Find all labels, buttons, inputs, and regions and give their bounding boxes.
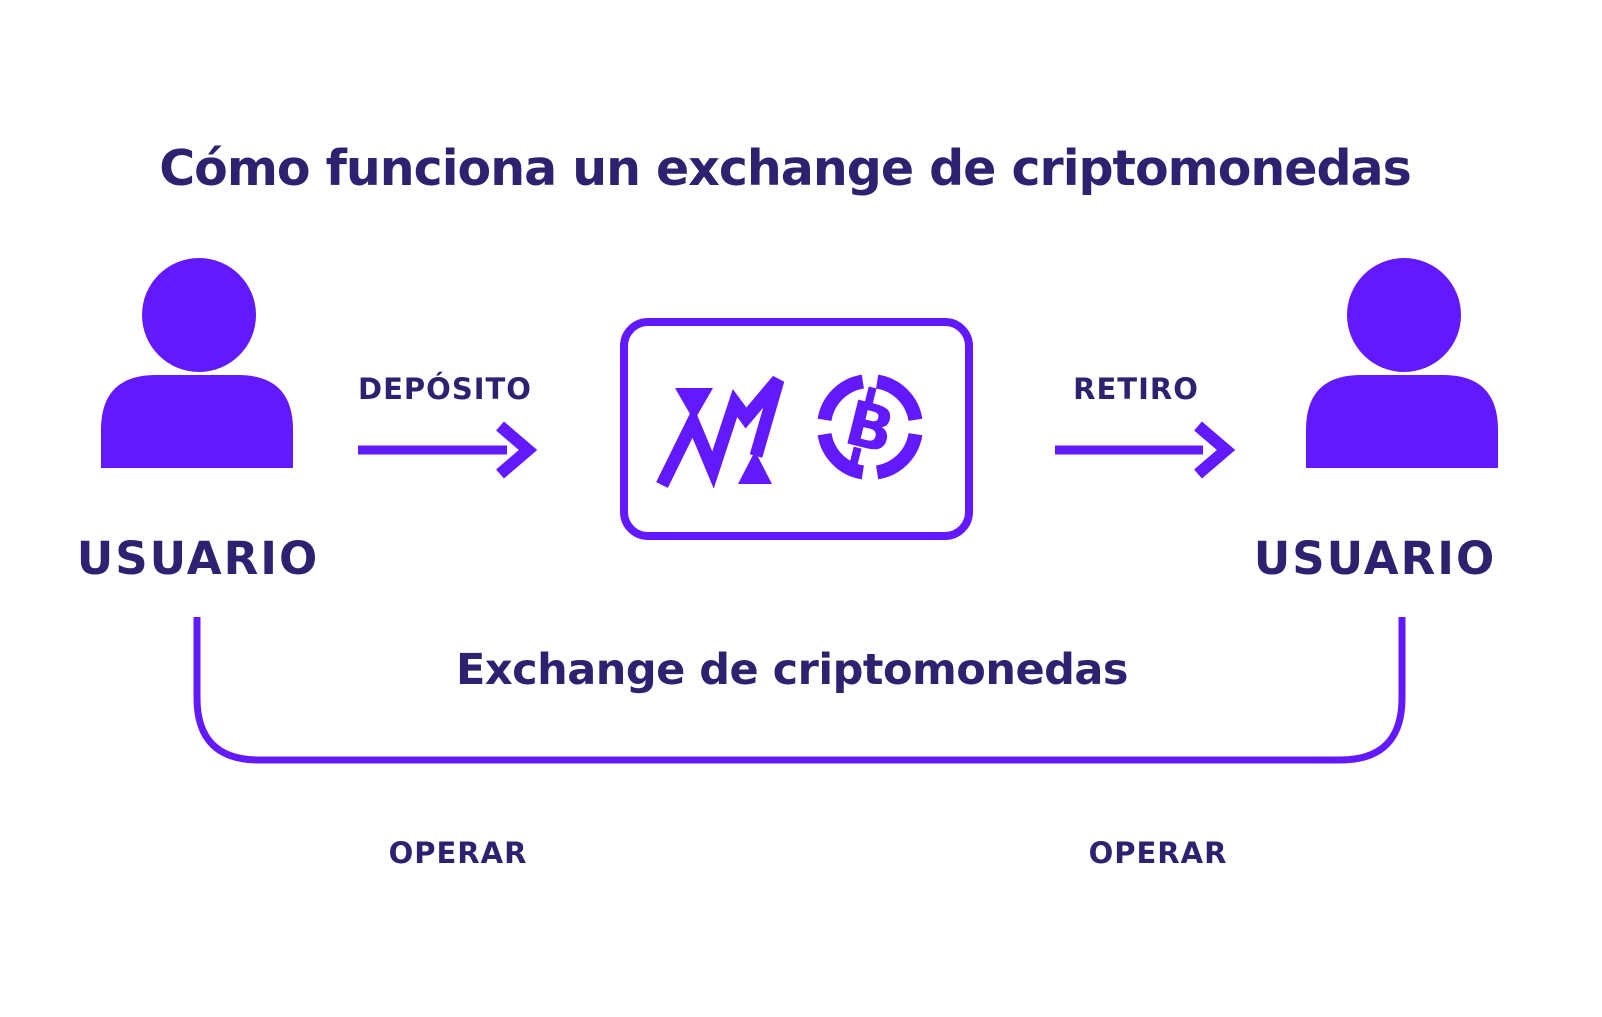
diagram-title: Cómo funciona un exchange de criptomoned… xyxy=(159,140,1412,197)
bitcoin-icon: B xyxy=(817,374,923,480)
user-icon xyxy=(101,258,293,468)
deposit-label: DEPÓSITO xyxy=(358,372,532,406)
arrow-right-icon xyxy=(358,421,538,479)
operate-left-label: OPERAR xyxy=(388,836,528,870)
arrow-right-icon xyxy=(1055,421,1236,479)
bracket-connector xyxy=(193,617,1406,764)
user-head xyxy=(142,258,256,372)
market-chart-logo-icon xyxy=(656,375,785,489)
user-body xyxy=(1306,375,1498,468)
withdraw-label: RETIRO xyxy=(1073,372,1199,406)
user-body xyxy=(101,375,293,468)
exchange-label: Exchange de criptomonedas xyxy=(456,645,1129,695)
exchange-box xyxy=(620,318,973,540)
operate-right-label: OPERAR xyxy=(1088,836,1228,870)
left-user-label: USUARIO xyxy=(76,532,320,585)
user-icon xyxy=(1306,258,1498,468)
user-head xyxy=(1347,258,1461,372)
right-user-label: USUARIO xyxy=(1253,532,1497,585)
exchange-box-icons: B xyxy=(656,374,923,489)
